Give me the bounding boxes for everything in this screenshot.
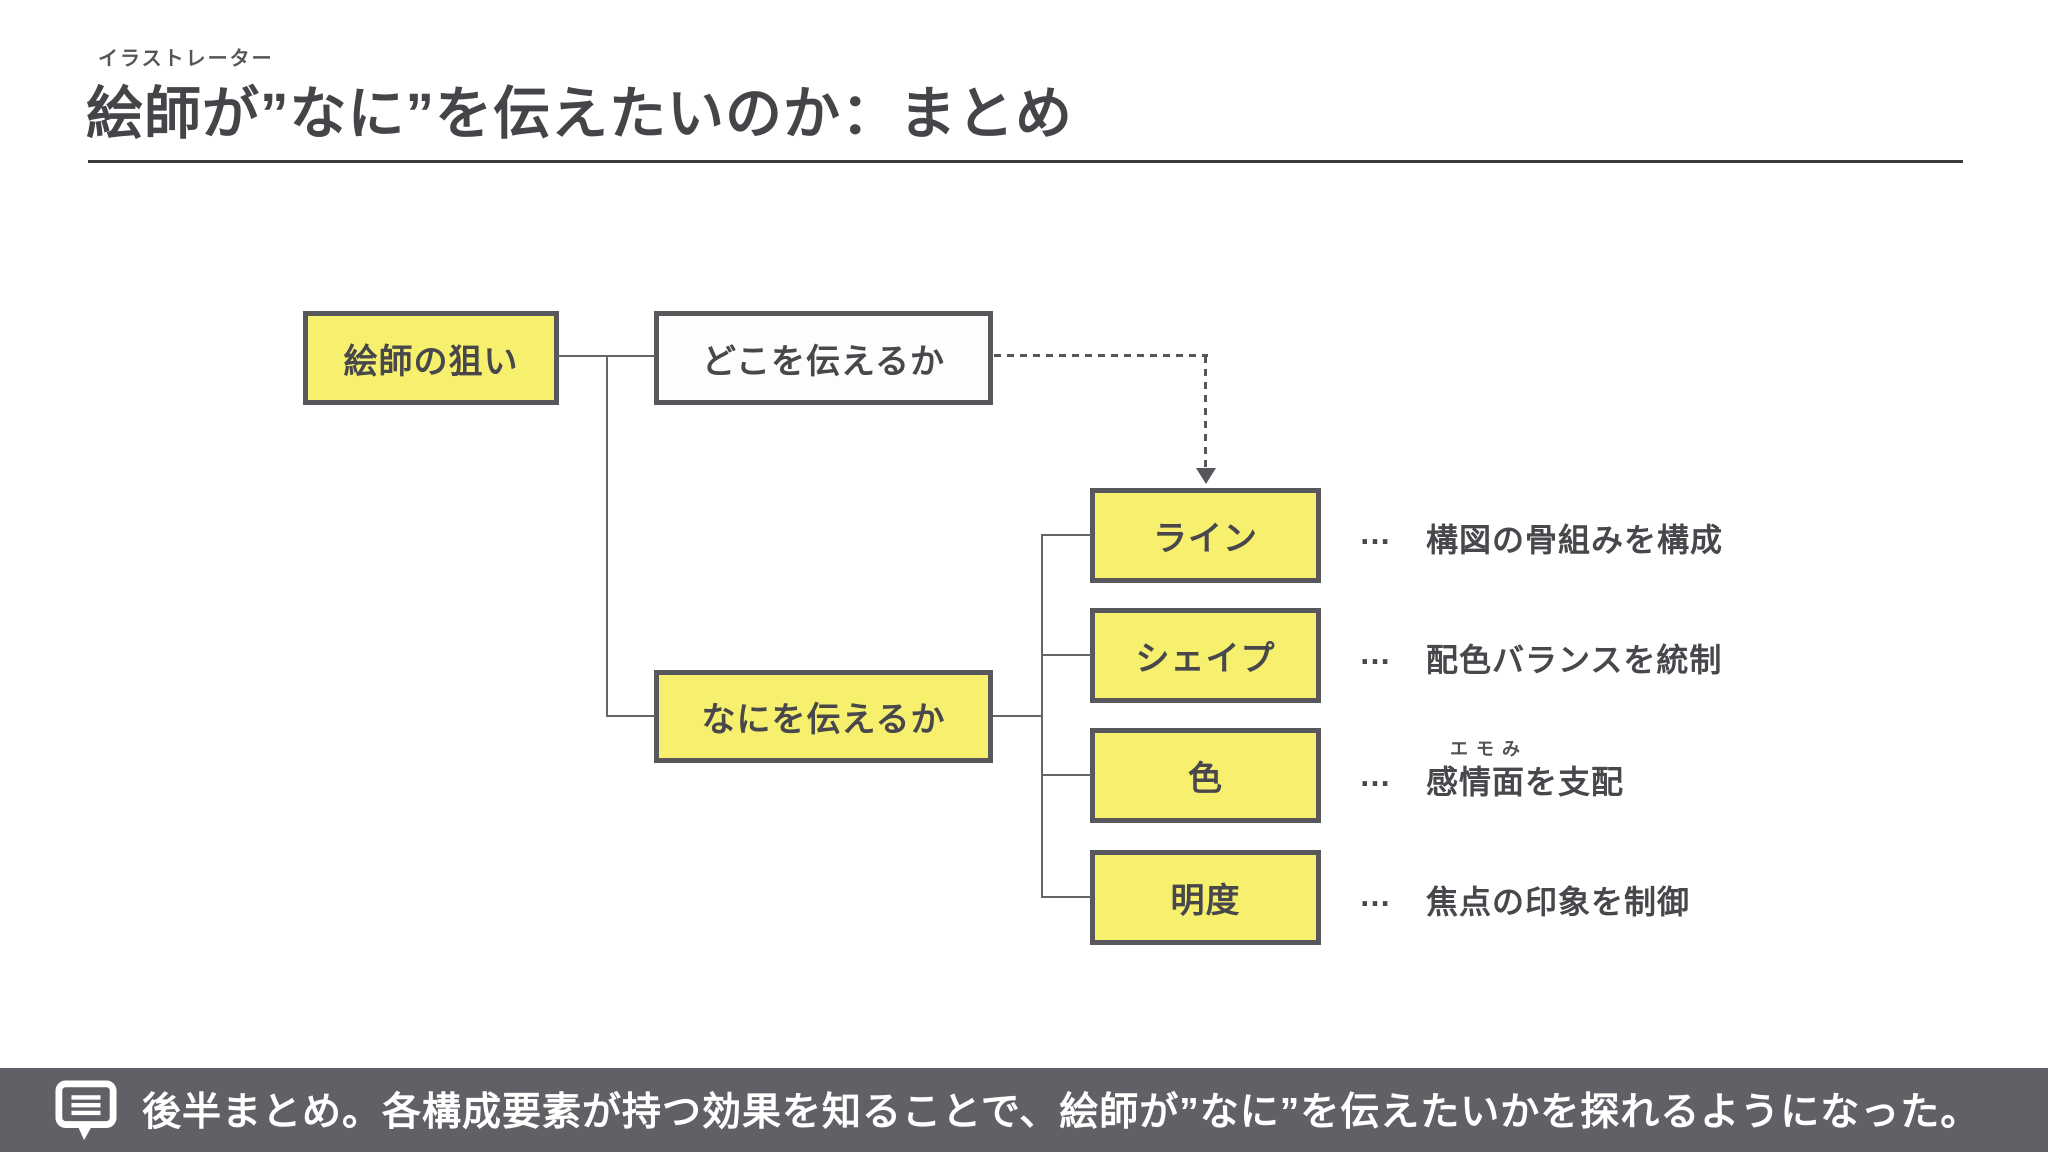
node-what-label: なにを伝えるか — [701, 701, 946, 739]
node-brightness-label: 明度 — [1170, 882, 1241, 920]
desc-brightness: 焦点の印象を制御 — [1426, 884, 1691, 920]
node-brightness: 明度 — [1090, 850, 1321, 945]
desc-color-furigana: エモみ — [1450, 739, 1528, 759]
desc-line: 構図の骨組みを構成 — [1426, 522, 1724, 558]
node-where-to-convey: どこを伝えるか — [654, 311, 993, 405]
dashed-connector-vertical — [1204, 356, 1207, 468]
footer-bar: 後半まとめ。各構成要素が持つ効果を知ることで、絵師が”なに”を伝えたいかを探れる… — [0, 1068, 2048, 1152]
desc-shape: 配色バランスを統制 — [1426, 642, 1723, 678]
node-where-label: どこを伝えるか — [702, 342, 945, 381]
ellipsis: … — [1359, 877, 1391, 913]
comment-icon — [55, 1080, 117, 1141]
ellipsis: … — [1359, 757, 1391, 793]
node-color: 色 — [1090, 728, 1321, 823]
connector-stub-color — [1041, 774, 1091, 776]
desc-color: 感情面を支配 — [1426, 764, 1625, 800]
arrow-down-icon — [1196, 468, 1216, 484]
connector-stub-shape — [1041, 654, 1091, 656]
footer-summary-text: 後半まとめ。各構成要素が持つ効果を知ることで、絵師が”なに”を伝えたいかを探れる… — [142, 1090, 1981, 1134]
connector-stub-line — [1041, 534, 1091, 536]
title-underline — [88, 160, 1963, 163]
node-color-label: 色 — [1188, 760, 1223, 798]
connector-trunk — [1041, 534, 1043, 898]
node-artist-aim-label: 絵師の狙い — [343, 342, 519, 381]
connector-what-out — [993, 715, 1042, 717]
node-line: ライン — [1090, 488, 1321, 583]
node-shape-label: シェイプ — [1135, 640, 1276, 678]
node-artist-aim: 絵師の狙い — [303, 311, 559, 405]
title-furigana: イラストレーター — [98, 48, 274, 70]
node-shape: シェイプ — [1090, 608, 1321, 703]
connector-stub-brightness — [1041, 896, 1091, 898]
connector-root-vertical — [606, 355, 608, 717]
connector-what-in — [606, 715, 655, 717]
page-title: 絵師が”なに”を伝えたいのか：まとめ — [86, 82, 1073, 146]
dashed-connector-horizontal — [994, 354, 1208, 357]
ellipsis: … — [1359, 635, 1391, 671]
ellipsis: … — [1359, 515, 1391, 551]
node-what-to-convey: なにを伝えるか — [654, 670, 993, 763]
node-line-label: ライン — [1153, 520, 1258, 558]
